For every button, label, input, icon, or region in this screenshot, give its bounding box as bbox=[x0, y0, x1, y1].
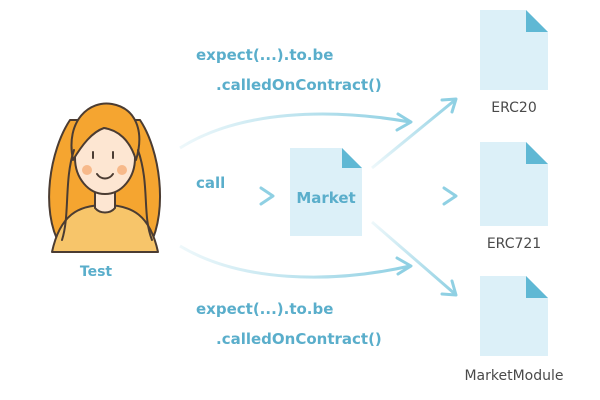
arrow-call-head bbox=[259, 186, 275, 206]
arrow-top-head bbox=[395, 112, 413, 132]
arrow-bottom-head bbox=[395, 256, 413, 276]
test-person-illustration bbox=[48, 102, 161, 253]
market-label: Market bbox=[296, 189, 355, 207]
marketmodule-document-icon bbox=[480, 276, 548, 356]
erc721-label: ERC721 bbox=[487, 236, 541, 252]
market-document-icon bbox=[290, 148, 362, 236]
top-expect-line1: expect(...).to.be bbox=[196, 46, 333, 64]
erc20-document-icon bbox=[480, 10, 548, 90]
actor-label: Test bbox=[80, 264, 113, 280]
arrow-market-to-module-head bbox=[440, 279, 458, 297]
call-label: call bbox=[196, 174, 225, 192]
erc20-label: ERC20 bbox=[491, 100, 536, 116]
arrow-top-curve bbox=[179, 112, 411, 150]
arrow-bottom-curve bbox=[179, 244, 411, 279]
marketmodule-label: MarketModule bbox=[464, 368, 563, 384]
bottom-expect-line1: expect(...).to.be bbox=[196, 300, 333, 318]
arrow-market-to-module bbox=[371, 220, 456, 296]
arrow-market-to-erc20-head bbox=[440, 97, 458, 114]
bottom-expect-line2: .calledOnContract() bbox=[216, 330, 382, 348]
erc721-document-icon bbox=[480, 142, 548, 226]
arrow-market-to-erc20 bbox=[371, 98, 456, 170]
top-expect-line2: .calledOnContract() bbox=[216, 76, 382, 94]
arrow-market-to-erc721-head bbox=[442, 186, 458, 206]
